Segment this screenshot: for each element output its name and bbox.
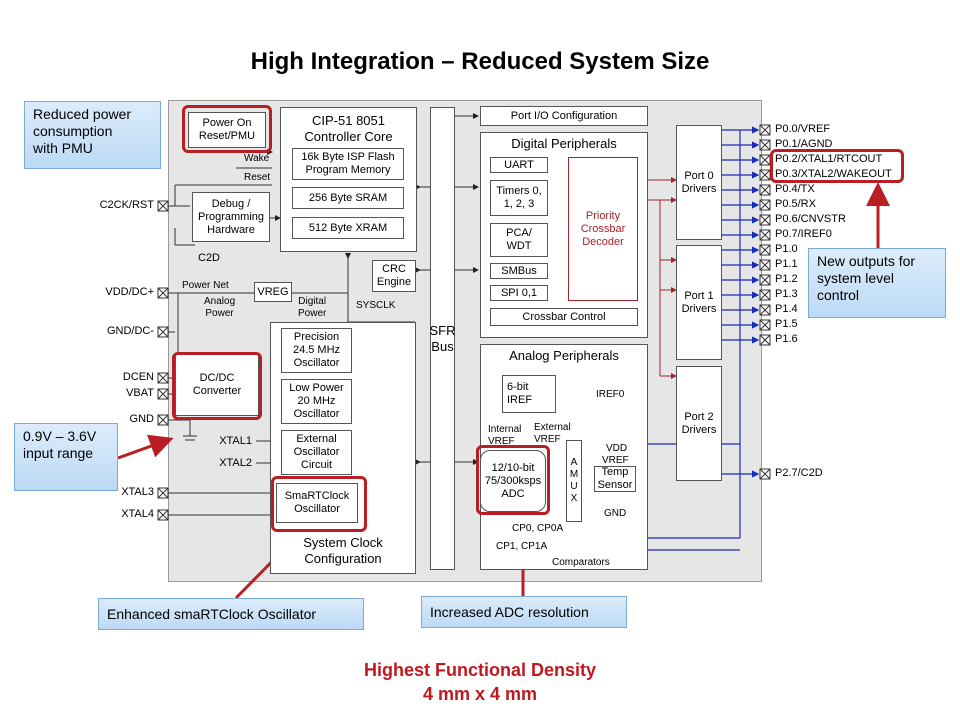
amux-block: A M U X (566, 440, 582, 522)
pin-p1-6: P1.6 (775, 333, 798, 345)
pin-p0-5: P0.5/RX (775, 198, 816, 210)
highlight-dcdc (172, 352, 262, 420)
wake-label: Wake (244, 153, 270, 164)
xram-block: 512 Byte XRAM (292, 217, 404, 239)
footer-line1: Highest Functional Density (363, 660, 597, 680)
sfr-bus-label: SFR Bus (429, 323, 456, 354)
pin-c2ck-rst: C2CK/RST (99, 199, 154, 211)
iref-block: 6-bit IREF (502, 375, 556, 413)
pin-vdd-dc: VDD/DC+ (105, 286, 154, 298)
pin-p0-0: P0.0/VREF (775, 123, 831, 135)
pin-p0-4: P0.4/TX (775, 183, 815, 195)
pin-p0-1: P0.1/AGND (775, 138, 833, 150)
pin-p1-0: P1.0 (775, 243, 798, 255)
vreg-block: VREG (254, 282, 292, 302)
spi-block: SPI 0,1 (490, 285, 548, 301)
pin-p1-1: P1.1 (775, 258, 798, 270)
pin-xtal2: XTAL2 (219, 457, 252, 469)
analog-power-label: Analog Power (204, 296, 236, 319)
pin-p1-2: P1.2 (775, 273, 798, 285)
highlight-new-outputs (770, 149, 904, 183)
sfr-bus-bar (430, 107, 455, 570)
c2d-label: C2D (198, 252, 221, 264)
digital-power-label: Digital Power (298, 296, 327, 319)
vdd-label: VDD (606, 443, 628, 454)
uart-block: UART (490, 157, 548, 173)
lowpower-oscillator-block: Low Power 20 MHz Oscillator (281, 379, 352, 424)
port0-drivers: Port 0 Drivers (676, 125, 722, 240)
vref-label: VREF (602, 455, 629, 466)
smartclock-oscillator-block: SmaRTClock Oscillator (276, 483, 358, 523)
smbus-block: SMBus (490, 263, 548, 279)
pin-gnd-dc: GND/DC- (106, 325, 154, 337)
cp1-label: CP1, CP1A (496, 541, 548, 552)
pin-vbat: VBAT (126, 387, 154, 399)
external-oscillator-block: External Oscillator Circuit (281, 430, 352, 475)
temp-sensor-block: Temp Sensor (594, 466, 636, 492)
gnd-amux-label: GND (604, 508, 627, 519)
pin-p0-7: P0.7/IREF0 (775, 228, 832, 240)
pin-p0-2: P0.2/XTAL1/RTCOUT (775, 153, 883, 165)
external-vref-label: External VREF (534, 422, 571, 445)
priority-crossbar-decoder: Priority Crossbar Decoder (568, 157, 638, 301)
pin-xtal3: XTAL3 (121, 486, 154, 498)
flash-memory-block: 16k Byte ISP Flash Program Memory (292, 148, 404, 180)
power-net-label: Power Net (182, 280, 229, 291)
crc-engine-block: CRC Engine (372, 260, 416, 292)
callout-voltage-range: 0.9V – 3.6V input range (14, 423, 118, 491)
callout-new-outputs: New outputs for system level control (808, 248, 946, 318)
callout-pmu: Reduced power consumption with PMU (24, 101, 161, 169)
callout-smartclock: Enhanced smaRTClock Oscillator (98, 598, 364, 630)
precision-oscillator-block: Precision 24.5 MHz Oscillator (281, 328, 352, 373)
dcdc-converter-block: DC/DC Converter (175, 354, 259, 416)
footer-line2: 4 mm x 4 mm (422, 684, 538, 704)
pin-p1-4: P1.4 (775, 303, 798, 315)
comparators-label: Comparators (552, 557, 610, 568)
internal-vref-label: Internal VREF (488, 424, 522, 447)
pin-dcen: DCEN (122, 371, 154, 383)
sram-block: 256 Byte SRAM (292, 187, 404, 209)
page-title: High Integration – Reduced System Size (250, 48, 710, 75)
pin-p2-7: P2.7/C2D (775, 467, 823, 479)
pin-p1-5: P1.5 (775, 318, 798, 330)
pin-p0-6: P0.6/CNVSTR (775, 213, 846, 225)
adc-block: 12/10-bit 75/300ksps ADC (480, 450, 546, 512)
port2-drivers: Port 2 Drivers (676, 366, 722, 481)
highlight-smartclock (271, 476, 367, 532)
highlight-adc (476, 445, 550, 515)
cp0-label: CP0, CP0A (512, 523, 564, 534)
pin-p0-3: P0.3/XTAL2/WAKEOUT (775, 168, 892, 180)
pin-p1-3: P1.3 (775, 288, 798, 300)
pin-gnd: GND (129, 413, 154, 425)
debug-block: Debug / Programming Hardware (192, 192, 270, 242)
highlight-pmu (182, 105, 272, 153)
pin-xtal1: XTAL1 (219, 435, 252, 447)
timers-block: Timers 0, 1, 2, 3 (490, 180, 548, 216)
reset-label: Reset (244, 172, 271, 183)
crossbar-control-block: Crossbar Control (490, 308, 638, 326)
iref0-label: IREF0 (596, 389, 625, 400)
callout-adc: Increased ADC resolution (421, 596, 627, 628)
sysclk-label: SYSCLK (356, 300, 396, 311)
port1-drivers: Port 1 Drivers (676, 245, 722, 360)
pin-xtal4: XTAL4 (121, 508, 154, 520)
port-io-config-block: Port I/O Configuration (480, 106, 648, 126)
pca-wdt-block: PCA/ WDT (490, 223, 548, 257)
power-on-reset-block: Power On Reset/PMU (188, 112, 266, 148)
